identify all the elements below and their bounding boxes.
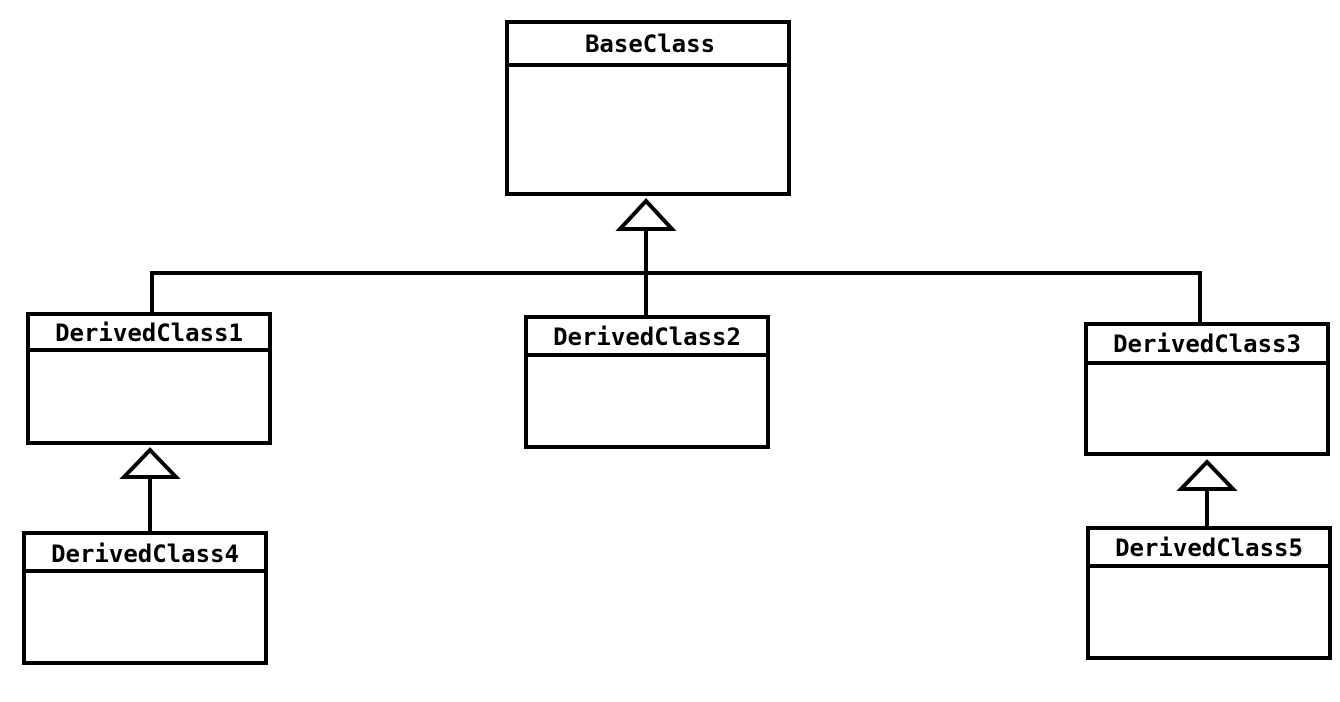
class-name-baseclass: BaseClass (585, 30, 715, 58)
generalization-arrow-derived3 (1176, 459, 1238, 491)
class-box-derivedclass2: DerivedClass2 (524, 315, 770, 449)
class-name-derivedclass4: DerivedClass4 (51, 540, 239, 568)
generalization-arrow-base (615, 198, 677, 231)
class-name-derivedclass3: DerivedClass3 (1113, 330, 1301, 358)
class-box-derivedclass1: DerivedClass1 (26, 312, 272, 445)
class-name-derivedclass5: DerivedClass5 (1115, 534, 1303, 562)
class-box-derivedclass3: DerivedClass3 (1084, 322, 1330, 456)
generalization-arrows (119, 198, 1238, 491)
class-name-derivedclass2: DerivedClass2 (553, 323, 741, 351)
class-box-derivedclass5: DerivedClass5 (1086, 526, 1332, 660)
class-box-baseclass: BaseClass (505, 20, 791, 196)
class-box-derivedclass4: DerivedClass4 (22, 531, 268, 665)
class-name-derivedclass1: DerivedClass1 (55, 319, 243, 347)
inheritance-connectors (148, 227, 1209, 535)
generalization-arrow-derived1 (119, 447, 181, 479)
